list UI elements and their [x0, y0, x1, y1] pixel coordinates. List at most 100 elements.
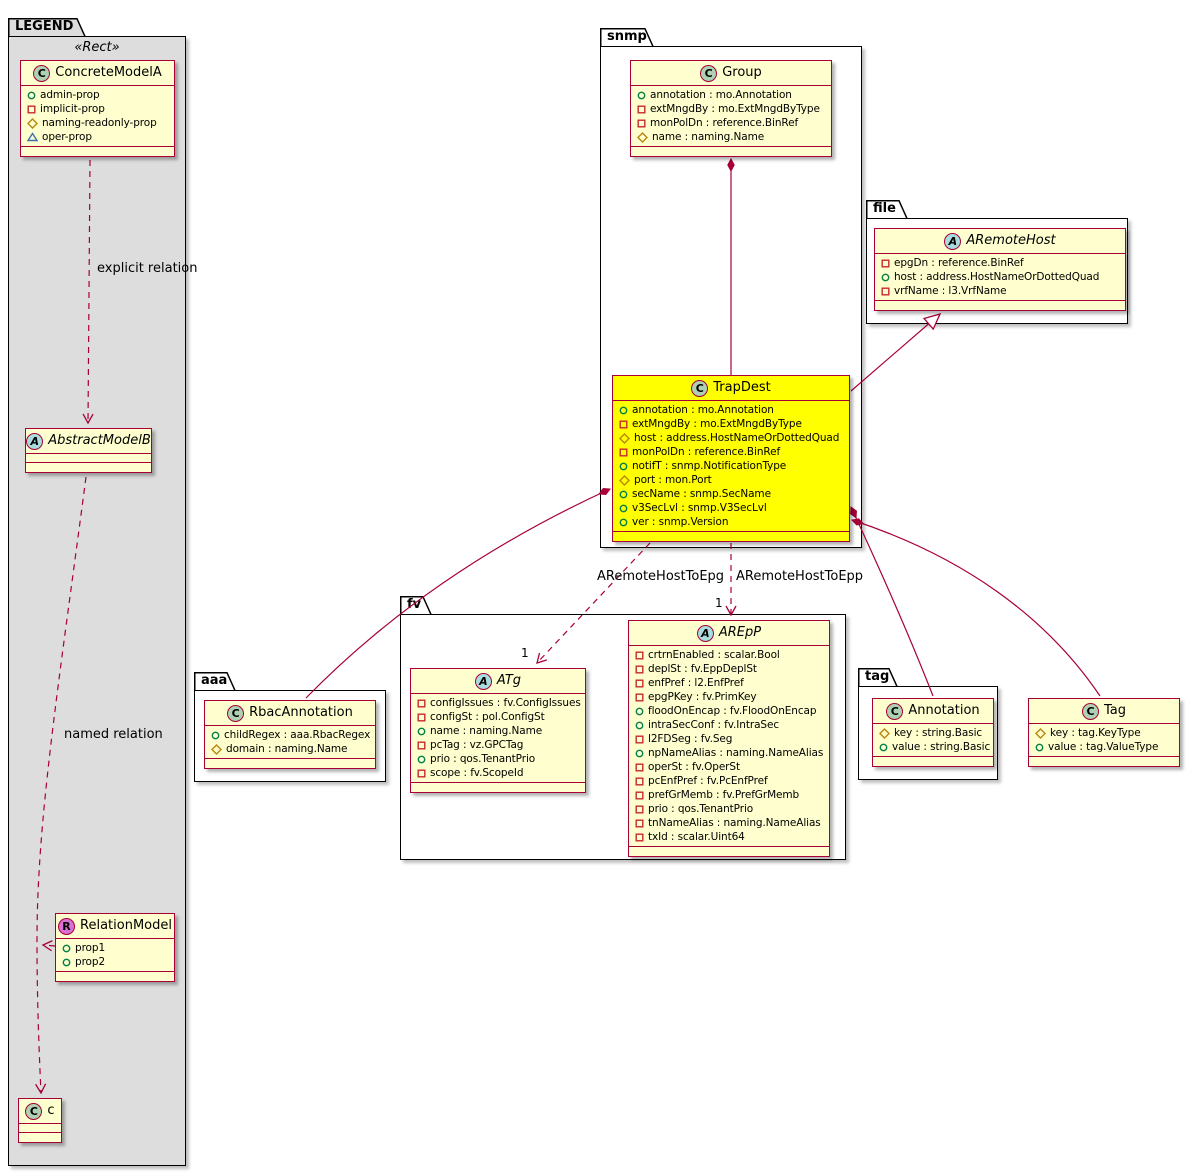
- attribute: prop1: [56, 941, 174, 955]
- class-name: ATg: [496, 673, 522, 688]
- attribute-text: name : naming.Name: [652, 131, 765, 143]
- attribute-text: prefGrMemb : fv.PrefGrMemb: [648, 789, 800, 801]
- implicit-prop-icon: [417, 699, 426, 708]
- methods-compartment: [1029, 757, 1179, 766]
- edge-label-aremotehosttoepp: ARemoteHostToEpp: [736, 569, 864, 584]
- methods-compartment: [411, 783, 585, 792]
- naming-readonly-prop-icon: [211, 743, 222, 755]
- attribute: ver : snmp.Version: [613, 515, 849, 529]
- package-tab-legend: LEGEND: [8, 18, 86, 38]
- implicit-prop-icon: [417, 741, 426, 750]
- attribute: port : mon.Port: [613, 473, 849, 487]
- attribute: configSt : pol.ConfigSt: [411, 710, 585, 724]
- attribute-text: epgPKey : fv.PrimKey: [648, 691, 757, 703]
- class-header: R RelationModel: [56, 914, 174, 939]
- attribute: value : string.Basic: [873, 740, 993, 754]
- attribute: oper-prop: [21, 130, 174, 144]
- class-name: AREpP: [718, 625, 762, 640]
- attribute: key : tag.KeyType: [1029, 726, 1179, 740]
- oper-prop-icon: [27, 132, 38, 142]
- implicit-prop-icon: [417, 713, 426, 722]
- attribute: host : address.HostNameOrDottedQuad: [875, 270, 1125, 284]
- attribute: implicit-prop: [21, 102, 174, 116]
- implicit-prop-icon: [635, 805, 644, 814]
- edge-label-aremotehosttoepg: ARemoteHostToEpg: [597, 569, 725, 584]
- attributes-compartment: childRegex : aaa.RbacRegex domain : namin…: [205, 726, 375, 759]
- naming-readonly-prop-icon: [879, 727, 890, 739]
- attribute-text: l2FDSeg : fv.Seg: [648, 733, 733, 745]
- admin-prop-icon: [211, 731, 220, 740]
- attribute-text: configSt : pol.ConfigSt: [430, 711, 545, 723]
- attribute: annotation : mo.Annotation: [631, 88, 831, 102]
- admin-prop-icon: [881, 273, 890, 282]
- package-name: file: [873, 201, 896, 216]
- class-icon: C: [691, 379, 709, 397]
- methods-compartment: [613, 532, 849, 541]
- class-icon: C: [886, 702, 904, 720]
- admin-prop-icon: [879, 743, 888, 752]
- edge-relationmodel-connector: [41, 940, 56, 952]
- attribute: extMngdBy : mo.ExtMngdByType: [631, 102, 831, 116]
- class-name: RelationModel: [80, 918, 172, 933]
- attribute-text: annotation : mo.Annotation: [632, 404, 774, 416]
- admin-prop-icon: [417, 755, 426, 764]
- attribute-text: monPolDn : reference.BinRef: [650, 117, 799, 129]
- edge-generalization-trapdest-aremotehost: [850, 314, 940, 392]
- attribute-text: prop2: [75, 956, 106, 968]
- attribute-text: npNameAlias : naming.NameAlias: [648, 747, 824, 759]
- attribute-text: value : string.Basic: [892, 741, 991, 753]
- class-name: ARemoteHost: [966, 233, 1056, 248]
- attribute: prefGrMemb : fv.PrefGrMemb: [629, 788, 829, 802]
- abstract-class-icon: A: [26, 432, 44, 450]
- class-header: A ARemoteHost: [875, 229, 1125, 254]
- edge-composition-trapdest-rbacannotation: [305, 488, 611, 699]
- implicit-prop-icon: [635, 735, 644, 744]
- abstract-class-icon: A: [944, 232, 962, 250]
- attribute: enfPref : l2.EnfPref: [629, 676, 829, 690]
- attribute: name : naming.Name: [631, 130, 831, 144]
- attribute: npNameAlias : naming.NameAlias: [629, 746, 829, 760]
- attribute: txId : scalar.Uint64: [629, 830, 829, 844]
- attribute-text: childRegex : aaa.RbacRegex: [224, 729, 371, 741]
- multiplicity-epg: 1: [521, 646, 529, 660]
- class-name: ConcreteModelA: [55, 65, 162, 80]
- attribute-text: admin-prop: [40, 89, 100, 101]
- implicit-prop-icon: [635, 819, 644, 828]
- methods-compartment: [875, 301, 1125, 310]
- attribute: host : address.HostNameOrDottedQuad: [613, 431, 849, 445]
- naming-readonly-prop-icon: [27, 117, 38, 129]
- relation-class-icon: R: [58, 917, 76, 935]
- class-name: TrapDest: [713, 380, 771, 395]
- attributes-compartment: [26, 454, 151, 463]
- attribute: crtrnEnabled : scalar.Bool: [629, 648, 829, 662]
- attribute-text: notifT : snmp.NotificationType: [632, 460, 787, 472]
- methods-compartment: [873, 757, 993, 766]
- attribute: extMngdBy : mo.ExtMngdByType: [613, 417, 849, 431]
- attribute-text: domain : naming.Name: [226, 743, 348, 755]
- package-name: aaa: [201, 673, 228, 688]
- attribute-text: port : mon.Port: [634, 474, 712, 486]
- attribute: naming-readonly-prop: [21, 116, 174, 130]
- attribute-text: configIssues : fv.ConfigIssues: [430, 697, 581, 709]
- naming-readonly-prop-icon: [619, 474, 630, 486]
- attribute: deplSt : fv.EppDeplSt: [629, 662, 829, 676]
- attribute-text: prio : qos.TenantPrio: [430, 753, 536, 765]
- attribute-text: prop1: [75, 942, 106, 954]
- attribute-text: key : tag.KeyType: [1050, 727, 1141, 739]
- implicit-prop-icon: [635, 665, 644, 674]
- attribute-text: intraSecConf : fv.IntraSec: [648, 719, 780, 731]
- methods-compartment: [205, 759, 375, 768]
- class-name: RbacAnnotation: [249, 705, 353, 720]
- attribute-text: operSt : fv.OperSt: [648, 761, 740, 773]
